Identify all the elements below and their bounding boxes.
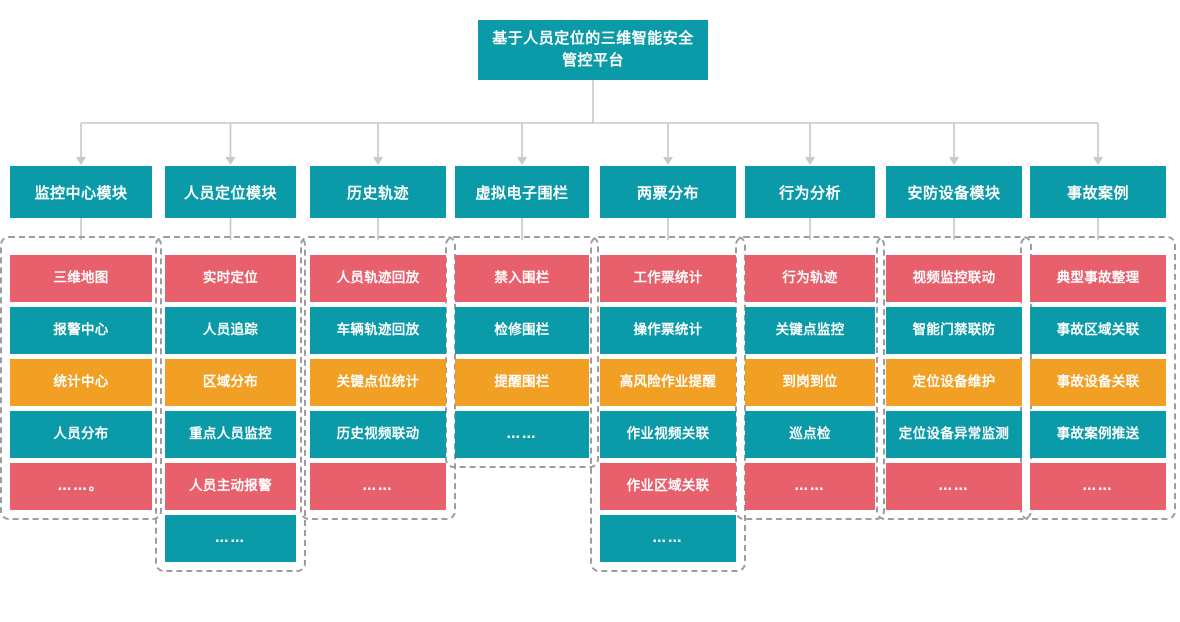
feature-item-history-track-2[interactable]: 车辆轨迹回放: [310, 307, 446, 354]
connector-arrowhead: [663, 157, 673, 165]
platform-title-node: 基于人员定位的三维智能安全管控平台: [478, 20, 708, 80]
module-header-monitor-center[interactable]: 监控中心模块: [10, 166, 152, 218]
connector-arrowhead: [1093, 157, 1103, 165]
feature-item-virtual-fence-4[interactable]: ……: [455, 411, 589, 458]
feature-item-behavior-analysis-4[interactable]: 巡点检: [745, 411, 875, 458]
feature-item-behavior-analysis-3[interactable]: 到岗到位: [745, 359, 875, 406]
feature-item-security-devices-3[interactable]: 定位设备维护: [886, 359, 1022, 406]
module-header-accident-cases[interactable]: 事故案例: [1030, 166, 1166, 218]
connector-arrowhead: [805, 157, 815, 165]
feature-item-behavior-analysis-2[interactable]: 关键点监控: [745, 307, 875, 354]
feature-item-personnel-location-5[interactable]: 人员主动报警: [165, 463, 296, 510]
feature-item-behavior-analysis-1[interactable]: 行为轨迹: [745, 255, 875, 302]
feature-item-two-tickets-3[interactable]: 高风险作业提醒: [600, 359, 736, 406]
module-group-personnel-location: [155, 236, 306, 572]
feature-item-security-devices-5[interactable]: ……: [886, 463, 1022, 510]
feature-item-monitor-center-1[interactable]: 三维地图: [10, 255, 152, 302]
feature-item-history-track-3[interactable]: 关键点位统计: [310, 359, 446, 406]
feature-item-two-tickets-5[interactable]: 作业区域关联: [600, 463, 736, 510]
feature-item-virtual-fence-1[interactable]: 禁入围栏: [455, 255, 589, 302]
feature-item-personnel-location-6[interactable]: ……: [165, 515, 296, 562]
connector-arrowhead: [949, 157, 959, 165]
module-header-security-devices[interactable]: 安防设备模块: [886, 166, 1022, 218]
module-header-history-track[interactable]: 历史轨迹: [310, 166, 446, 218]
feature-item-history-track-5[interactable]: ……: [310, 463, 446, 510]
feature-item-accident-cases-1[interactable]: 典型事故整理: [1030, 255, 1166, 302]
module-header-behavior-analysis[interactable]: 行为分析: [745, 166, 875, 218]
feature-item-accident-cases-3[interactable]: 事故设备关联: [1030, 359, 1166, 406]
module-header-virtual-fence[interactable]: 虚拟电子围栏: [455, 166, 589, 218]
feature-item-personnel-location-1[interactable]: 实时定位: [165, 255, 296, 302]
feature-item-two-tickets-2[interactable]: 操作票统计: [600, 307, 736, 354]
module-group-virtual-fence: [445, 236, 599, 468]
feature-item-personnel-location-3[interactable]: 区域分布: [165, 359, 296, 406]
feature-item-history-track-1[interactable]: 人员轨迹回放: [310, 255, 446, 302]
feature-item-accident-cases-5[interactable]: ……: [1030, 463, 1166, 510]
feature-item-virtual-fence-2[interactable]: 检修围栏: [455, 307, 589, 354]
feature-item-monitor-center-2[interactable]: 报警中心: [10, 307, 152, 354]
module-header-personnel-location[interactable]: 人员定位模块: [165, 166, 296, 218]
feature-item-history-track-4[interactable]: 历史视频联动: [310, 411, 446, 458]
module-group-behavior-analysis: [735, 236, 885, 520]
feature-item-behavior-analysis-5[interactable]: ……: [745, 463, 875, 510]
feature-item-virtual-fence-3[interactable]: 提醒围栏: [455, 359, 589, 406]
feature-item-personnel-location-4[interactable]: 重点人员监控: [165, 411, 296, 458]
feature-item-security-devices-1[interactable]: 视频监控联动: [886, 255, 1022, 302]
feature-item-monitor-center-5[interactable]: ……。: [10, 463, 152, 510]
connector-arrowhead: [517, 157, 527, 165]
feature-item-personnel-location-2[interactable]: 人员追踪: [165, 307, 296, 354]
connector-arrowhead: [225, 157, 236, 165]
feature-item-two-tickets-4[interactable]: 作业视频关联: [600, 411, 736, 458]
module-header-two-tickets[interactable]: 两票分布: [600, 166, 736, 218]
connector-arrowhead: [373, 157, 383, 165]
feature-item-accident-cases-4[interactable]: 事故案例推送: [1030, 411, 1166, 458]
feature-item-security-devices-2[interactable]: 智能门禁联防: [886, 307, 1022, 354]
feature-item-monitor-center-4[interactable]: 人员分布: [10, 411, 152, 458]
feature-item-monitor-center-3[interactable]: 统计中心: [10, 359, 152, 406]
feature-item-accident-cases-2[interactable]: 事故区域关联: [1030, 307, 1166, 354]
feature-item-two-tickets-1[interactable]: 工作票统计: [600, 255, 736, 302]
connector-arrowhead: [76, 157, 86, 165]
module-group-monitor-center: [0, 236, 162, 520]
feature-item-two-tickets-6[interactable]: ……: [600, 515, 736, 562]
feature-item-security-devices-4[interactable]: 定位设备异常监测: [886, 411, 1022, 458]
